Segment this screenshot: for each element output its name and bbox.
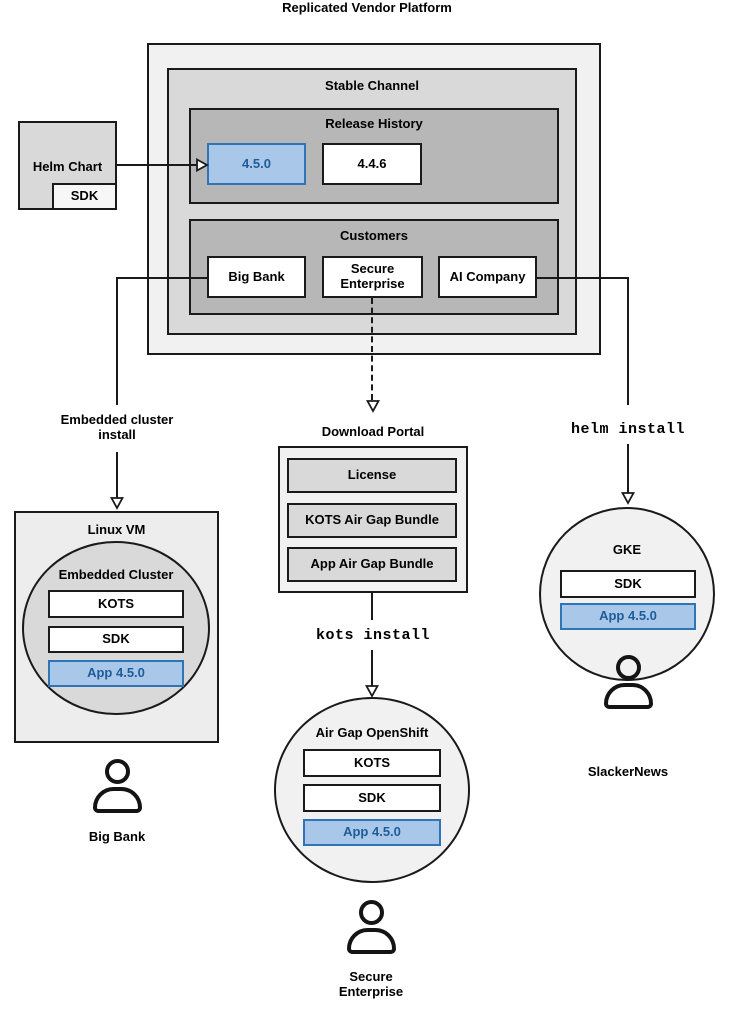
helm-chart-label: Helm Chart xyxy=(32,159,103,174)
download-portal-label: Download Portal xyxy=(321,424,425,439)
secure-enterprise-persona-label: Secure Enterprise xyxy=(338,969,404,1000)
openshift-kots-box: KOTS xyxy=(303,749,441,777)
vm-app-box: App 4.5.0 xyxy=(48,660,184,687)
secure-enterprise-user-body-icon xyxy=(346,928,396,954)
download-portal-arrowhead-icon xyxy=(366,400,380,413)
portal-kots-bundle-box: KOTS Air Gap Bundle xyxy=(287,503,457,538)
embedded-cluster-install-label: Embedded cluster install xyxy=(60,412,174,443)
openshift-app-box: App 4.5.0 xyxy=(303,819,441,846)
big-bank-persona-label: Big Bank xyxy=(88,829,146,844)
big-bank-flow-hline xyxy=(117,277,207,279)
helm-sdk-box: SDK xyxy=(52,183,117,210)
big-bank-user-body-icon xyxy=(92,787,142,813)
air-gap-openshift-label: Air Gap OpenShift xyxy=(315,725,429,740)
embedded-cluster-label: Embedded Cluster xyxy=(58,567,174,582)
vm-kots-box: KOTS xyxy=(48,590,184,618)
customers-label: Customers xyxy=(340,228,408,243)
vm-sdk-box: SDK xyxy=(48,626,184,653)
diagram-title: Replicated Vendor Platform xyxy=(282,0,452,15)
openshift-sdk-box: SDK xyxy=(303,784,441,812)
slackernews-persona-label: SlackerNews xyxy=(587,764,669,779)
gke-arrowhead-icon xyxy=(621,492,635,505)
stable-channel-label: Stable Channel xyxy=(325,78,419,93)
release-history-label: Release History xyxy=(325,116,423,131)
secure-enterprise-persona xyxy=(341,900,401,954)
big-bank-user-icon xyxy=(104,759,130,784)
portal-to-command-line xyxy=(371,593,373,620)
slackernews-user-icon xyxy=(615,655,641,680)
customer-ai-company-box: AI Company xyxy=(438,256,537,298)
gke-app-box: App 4.5.0 xyxy=(560,603,696,630)
portal-app-bundle-box: App Air Gap Bundle xyxy=(287,547,457,582)
big-bank-flow-arrowhead-icon xyxy=(110,497,124,510)
customer-secure-enterprise-box: Secure Enterprise xyxy=(322,256,423,298)
slackernews-user-body-icon xyxy=(603,683,653,709)
gke-sdk-box: SDK xyxy=(560,570,696,598)
command-to-openshift-line xyxy=(371,650,373,686)
big-bank-flow-vline-bottom xyxy=(116,452,118,498)
helm-to-release-arrowhead-icon xyxy=(196,158,209,172)
big-bank-flow-vline-top xyxy=(116,277,118,405)
big-bank-persona xyxy=(87,759,147,813)
secure-enterprise-user-icon xyxy=(358,900,384,925)
kots-install-command: kots install xyxy=(315,627,431,644)
customer-big-bank-box: Big Bank xyxy=(207,256,306,298)
release-446-box: 4.4.6 xyxy=(322,143,422,185)
release-450-box: 4.5.0 xyxy=(207,143,306,185)
secure-enterprise-dashed-line xyxy=(371,298,373,400)
ai-company-flow-hline xyxy=(537,277,628,279)
helm-to-release-arrow-line xyxy=(117,164,199,166)
slackernews-persona xyxy=(598,655,658,709)
linux-vm-label: Linux VM xyxy=(87,522,146,537)
ai-company-flow-vline-bottom xyxy=(627,444,629,493)
portal-license-box: License xyxy=(287,458,457,493)
gke-label: GKE xyxy=(612,542,642,557)
openshift-arrowhead-icon xyxy=(365,685,379,698)
helm-install-command: helm install xyxy=(570,421,686,438)
ai-company-flow-vline-top xyxy=(627,277,629,405)
